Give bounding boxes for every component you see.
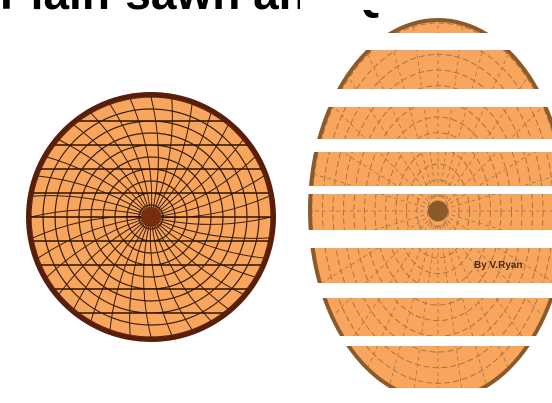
plank-gap xyxy=(300,230,552,248)
plank-gap xyxy=(300,336,552,346)
author-credit: By V.Ryan xyxy=(474,260,523,271)
log-end-cross-section xyxy=(26,92,276,342)
sawn-pith-center xyxy=(428,201,448,221)
plank-gap xyxy=(300,33,552,50)
pith-center xyxy=(141,207,161,227)
plank-gap xyxy=(300,283,552,298)
plank-gap xyxy=(300,89,552,107)
sawn-log-planks xyxy=(300,0,552,403)
plank-gap xyxy=(300,388,552,403)
plank-gap xyxy=(300,0,552,10)
plank-gap xyxy=(300,139,552,152)
plank-gap xyxy=(300,186,552,194)
